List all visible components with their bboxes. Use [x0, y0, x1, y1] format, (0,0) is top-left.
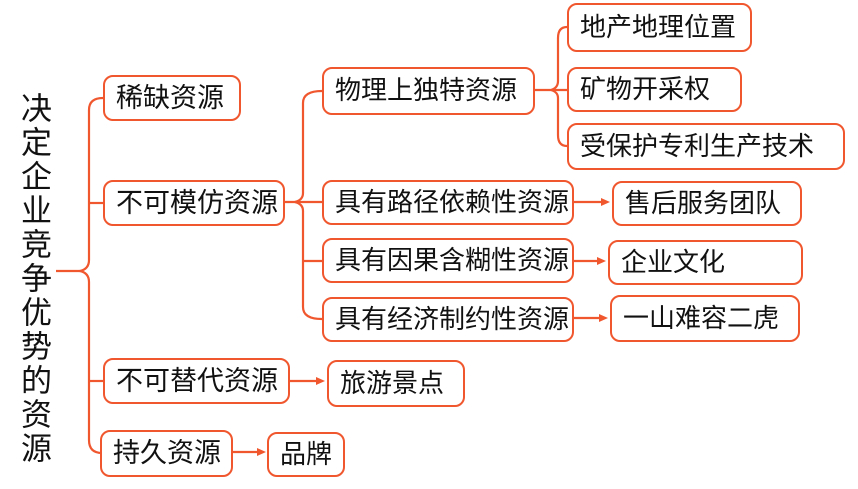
topic-inimitable-resources[interactable]: 不可模仿资源	[103, 180, 285, 226]
brace-inimitable-spine	[294, 89, 323, 321]
topic-non-substitutable-resources[interactable]: 不可替代资源	[103, 358, 290, 404]
topic-path-dependent-resources[interactable]: 具有路径依赖性资源	[322, 180, 574, 225]
topic-one-mountain-two-tigers[interactable]: 一山难容二虎	[610, 295, 800, 342]
root-topic[interactable]: 决定企业竞争优势的资源	[15, 92, 51, 466]
brace-physical-spine	[547, 25, 568, 148]
topic-after-sales-service-team[interactable]: 售后服务团队	[612, 181, 802, 226]
topic-physically-unique-resources[interactable]: 物理上独特资源	[322, 67, 535, 115]
topic-durable-resources[interactable]: 持久资源	[100, 430, 233, 477]
topic-protected-patent-technology[interactable]: 受保护专利生产技术	[567, 123, 845, 170]
brace-root-spine	[79, 96, 104, 455]
topic-scarce-resources[interactable]: 稀缺资源	[103, 75, 241, 121]
topic-brand[interactable]: 品牌	[267, 432, 345, 477]
topic-corporate-culture[interactable]: 企业文化	[608, 240, 803, 285]
topic-tourist-attraction[interactable]: 旅游景点	[327, 360, 465, 407]
topic-real-estate-location[interactable]: 地产地理位置	[567, 3, 752, 52]
topic-economic-deterrence-resources[interactable]: 具有经济制约性资源	[322, 297, 574, 342]
topic-mineral-mining-rights[interactable]: 矿物开采权	[567, 67, 742, 112]
topic-causal-ambiguity-resources[interactable]: 具有因果含糊性资源	[322, 238, 574, 283]
